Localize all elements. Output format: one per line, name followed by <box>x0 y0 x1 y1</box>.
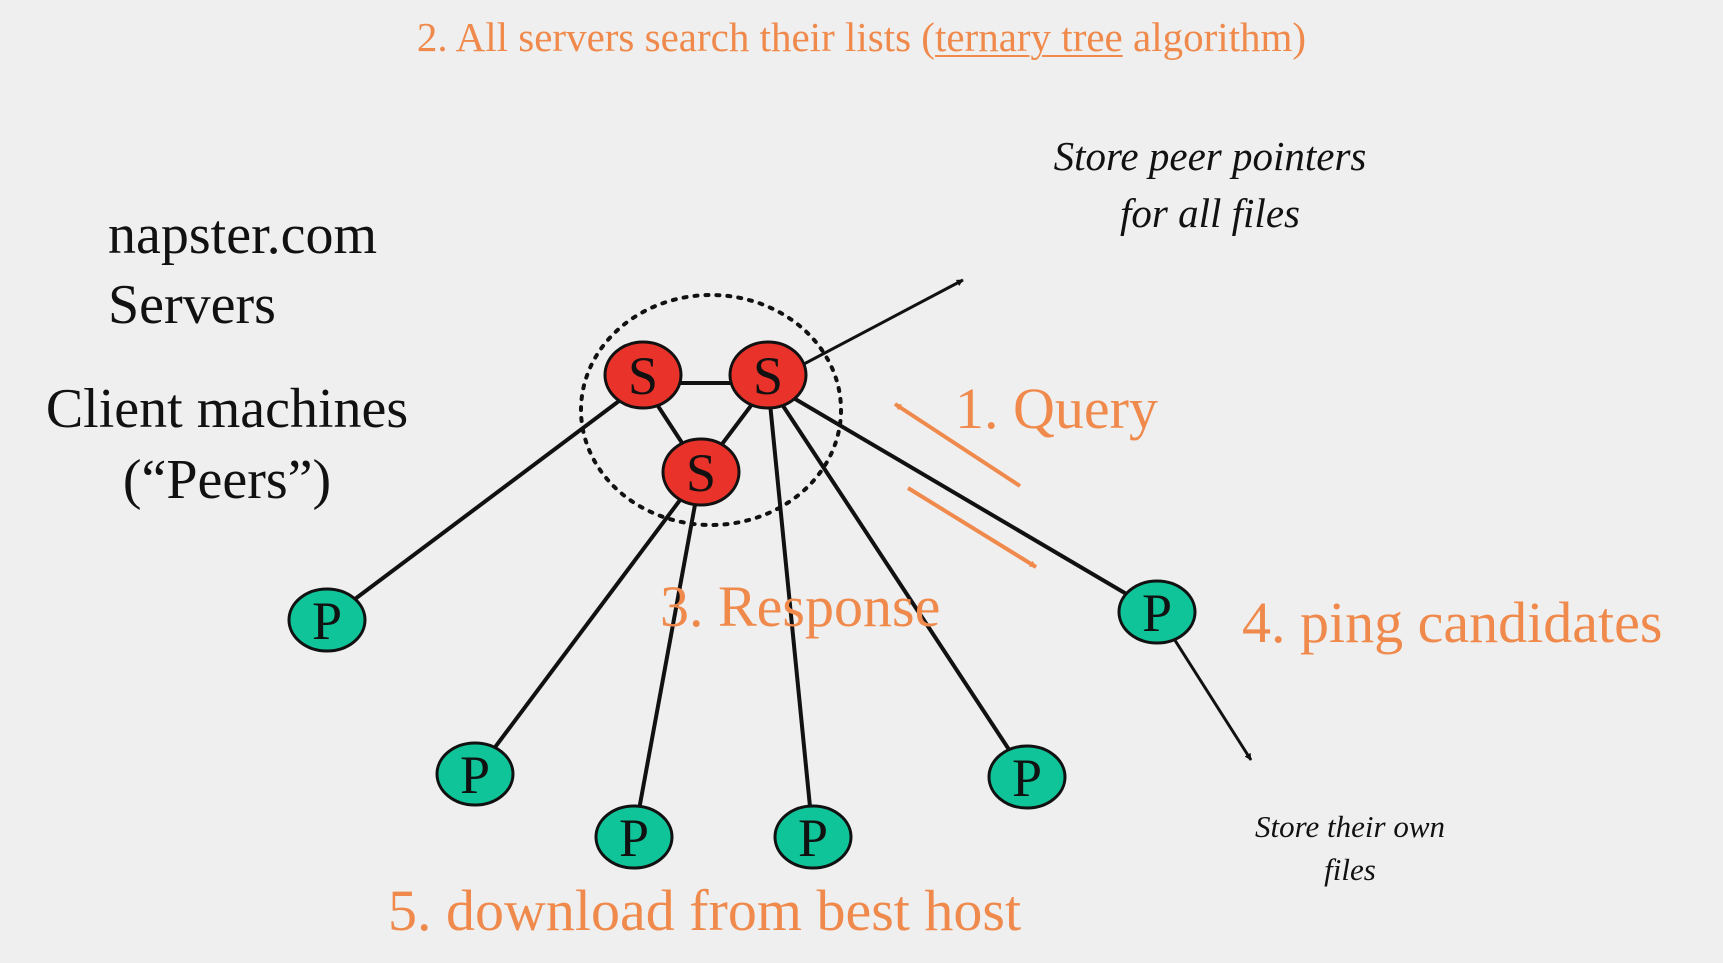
peer-node-label: P <box>1012 748 1042 808</box>
diagram-title: 2. All servers search their lists (terna… <box>0 14 1723 61</box>
peer-node: P <box>287 587 367 653</box>
peer-node-label: P <box>1142 583 1172 643</box>
peer-link <box>766 381 1159 614</box>
title-prefix: 2. All servers search their lists ( <box>416 14 935 60</box>
peer-node-label: P <box>619 808 649 868</box>
servers-label-line1: napster.com <box>108 204 378 266</box>
store-own-line1: Store their own <box>1254 809 1445 844</box>
store-pointers-note: Store peer pointers for all files <box>1000 128 1420 241</box>
peer-node: P <box>773 804 853 870</box>
peer-node: P <box>594 804 674 870</box>
peer-node-label: P <box>312 591 342 651</box>
step-query: 1. Query <box>955 376 1158 441</box>
clients-label-line1: Client machines <box>45 378 409 440</box>
peer-link <box>766 382 815 838</box>
query-arrow <box>893 402 1022 488</box>
peer-link <box>473 470 703 776</box>
peer-node-label: P <box>460 745 490 805</box>
server-node: S <box>728 340 808 410</box>
peer-link <box>766 381 1029 779</box>
store-pointers-line2: for all files <box>1120 189 1300 236</box>
response-arrow <box>906 486 1038 569</box>
peer-node: P <box>1117 579 1197 645</box>
clients-label-line2: (“Peers”) <box>122 448 332 511</box>
step-ping: 4. ping candidates <box>1242 590 1663 655</box>
peer-node: P <box>987 744 1067 810</box>
step-download: 5. download from best host <box>388 878 1022 943</box>
title-link: ternary tree <box>934 14 1123 60</box>
server-node: S <box>661 437 741 507</box>
server-node: S <box>603 340 683 410</box>
clients-label: Client machines (“Peers”) <box>14 374 440 515</box>
server-node-label: S <box>628 346 658 406</box>
peer-node: P <box>435 741 515 807</box>
peer-link <box>325 381 645 622</box>
peer-node-label: P <box>798 808 828 868</box>
server-cluster-boundary <box>579 293 843 527</box>
servers-label-line2: Servers <box>108 274 276 336</box>
store-own-files-note: Store their own files <box>1210 805 1490 892</box>
store-pointers-line1: Store peer pointers <box>1053 133 1367 179</box>
peer-links <box>325 381 1159 838</box>
server-node-label: S <box>753 346 783 406</box>
step-response: 3. Response <box>660 574 941 639</box>
store-own-line2: files <box>1324 852 1376 888</box>
peer-link <box>632 471 703 838</box>
server-node-label: S <box>686 443 716 503</box>
servers-label: napster.com Servers <box>108 200 377 340</box>
title-suffix: algorithm) <box>1122 14 1307 60</box>
